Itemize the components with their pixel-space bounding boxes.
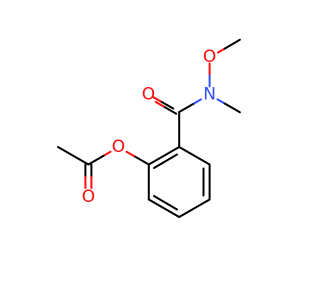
structure-diagram: O O O N O — [57, 38, 241, 218]
molecule-canvas: O O O N O — [57, 38, 241, 218]
ring-bond — [147, 198, 181, 218]
methoxy-oxygen-label: O — [203, 47, 216, 67]
amide-cn-bond-n — [193, 98, 202, 105]
amide-carbonyl-oxygen-label: O — [142, 85, 155, 105]
n-methyl-bond-n — [216, 98, 226, 105]
methoxy-bond-o — [217, 47, 226, 54]
amide-cn-bond — [178, 102, 196, 113]
amide-carbonyl-bond-o — [154, 100, 165, 108]
acetyl-methyl-bond — [57, 146, 90, 166]
ring-to-ester-o-bond — [133, 155, 150, 166]
n-methyl-bond — [223, 102, 241, 114]
amide-carbonyl-bond — [162, 105, 178, 115]
methoxy-bond — [223, 38, 241, 50]
ring-bond — [153, 153, 178, 169]
amide-carbonyl-bond — [159, 100, 175, 110]
ester-o-c-bond-o — [102, 150, 112, 157]
ring-bond — [153, 195, 178, 211]
ring-to-ester-o-bond-o — [125, 150, 135, 157]
ester-o-c-bond — [87, 154, 105, 166]
ring-bond — [147, 146, 181, 166]
amide-nitrogen-label: N — [203, 85, 216, 105]
ring-bond — [178, 146, 211, 166]
ester-carbonyl-oxygen-label: O — [82, 187, 95, 207]
amide-carbonyl-bond-o — [151, 95, 162, 103]
ester-oxygen-label: O — [112, 137, 125, 157]
ring-bond — [178, 198, 211, 218]
